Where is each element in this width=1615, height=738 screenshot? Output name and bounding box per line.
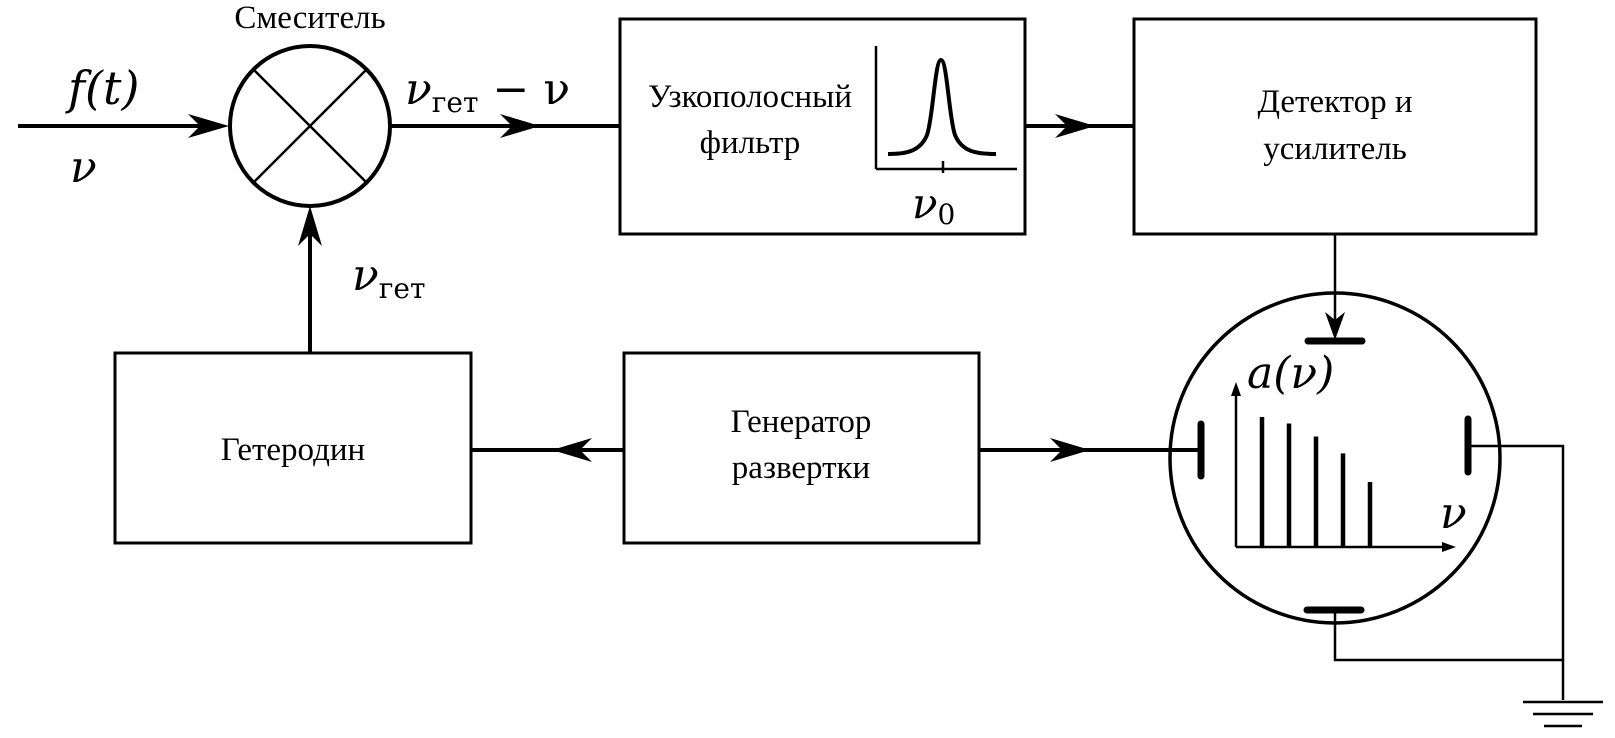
mixer-symbol — [228, 44, 392, 208]
mixer-title: Смеситель — [234, 0, 385, 36]
crt-y-label: a(ν) — [1247, 348, 1334, 399]
lo-freq-label: νгет — [352, 250, 425, 305]
detector-output-arrow — [1325, 312, 1345, 340]
input-freq-label: ν — [70, 142, 97, 193]
filter-label-line1: Узкополосный — [648, 79, 852, 115]
sweep-generator-box — [622, 351, 981, 545]
detector-label-line2: усилитель — [1263, 131, 1407, 167]
sweep-to-crt-arrow — [1050, 438, 1090, 462]
ground-wiring — [1333, 444, 1565, 700]
mixer-output-label: νгет − ν — [405, 64, 570, 119]
crt-x-label: ν — [1440, 488, 1467, 539]
sweep-label-line2: развертки — [732, 450, 870, 486]
mixer-output-arrow — [500, 114, 540, 138]
filter-response-plot — [874, 46, 1017, 173]
filter-output-arrow — [1055, 114, 1095, 138]
heterodyne-label: Гетеродин — [221, 432, 365, 468]
input-arrow — [188, 114, 229, 138]
input-signal-label: f(t) — [65, 61, 139, 115]
lo-arrow — [298, 206, 322, 246]
heterodyne-box — [113, 351, 473, 545]
detector-label-line1: Детектор и — [1257, 84, 1412, 120]
detector-box — [1132, 17, 1538, 236]
sweep-label-line1: Генератор — [731, 404, 872, 440]
filter-box — [618, 17, 1027, 236]
ground-icon — [1523, 700, 1603, 728]
filter-center-freq: ν0 — [912, 179, 955, 231]
sweep-to-heterodyne-arrow — [552, 438, 592, 462]
spectrum-lines — [1259, 417, 1373, 547]
filter-label-line2: фильтр — [700, 125, 801, 161]
